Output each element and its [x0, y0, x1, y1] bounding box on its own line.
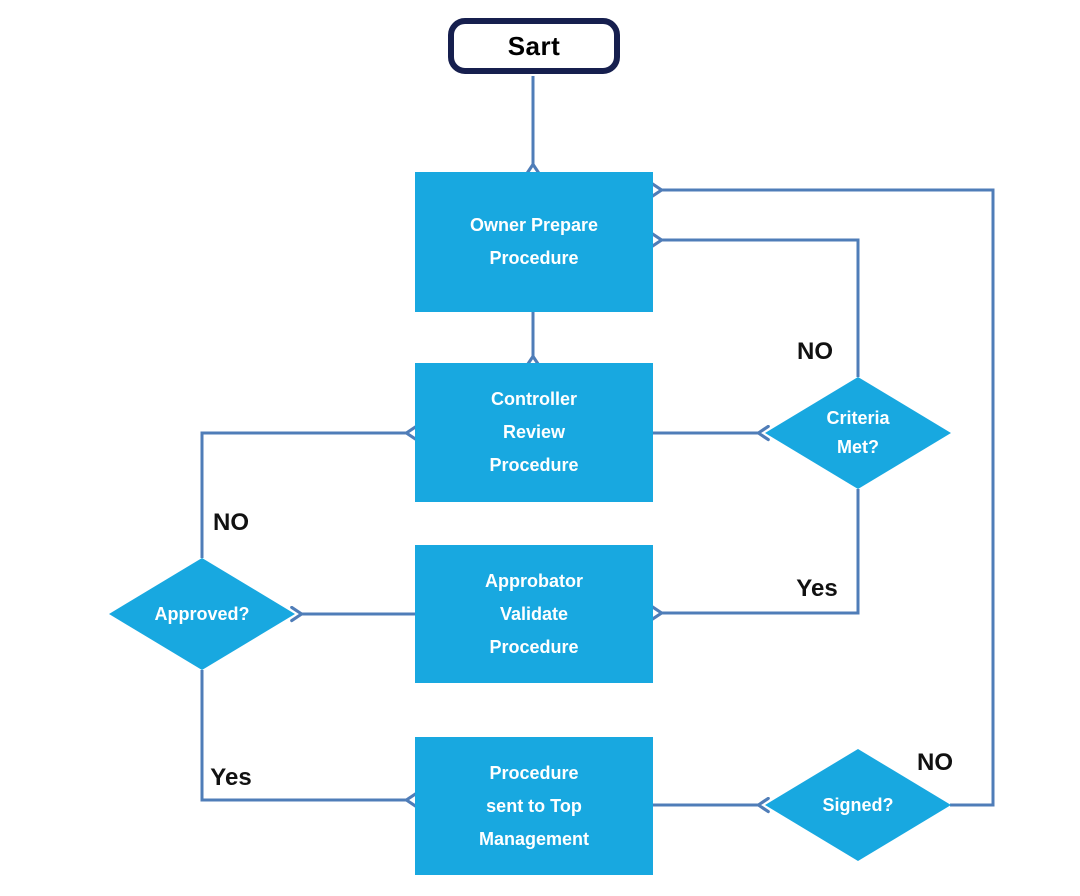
- label-approved-no: NO: [213, 509, 249, 536]
- label-approved-yes: Yes: [210, 764, 252, 791]
- edge-approved-no-to-controller: [200, 424, 418, 558]
- edge-signed-no-to-owner: [650, 181, 995, 807]
- edge-criteria-no-to-owner: [650, 231, 860, 377]
- edge-approved-yes-to-topmgmt: [200, 670, 418, 809]
- label-criteria-yes: Yes: [796, 575, 838, 602]
- process-controller-review-procedure: Controller Review Procedure: [415, 363, 653, 502]
- edge-criteria-yes-to-approbator: [650, 489, 860, 622]
- label-criteria-no: NO: [797, 338, 833, 365]
- process-approbator-validate-procedure: Approbator Validate Procedure: [415, 545, 653, 683]
- label-signed-no: NO: [917, 749, 953, 776]
- process-owner-prepare-procedure: Owner Prepare Procedure: [415, 172, 653, 312]
- process-procedure-sent-to-top-management: Procedure sent to Top Management: [415, 737, 653, 875]
- start-node: Sart: [448, 18, 620, 74]
